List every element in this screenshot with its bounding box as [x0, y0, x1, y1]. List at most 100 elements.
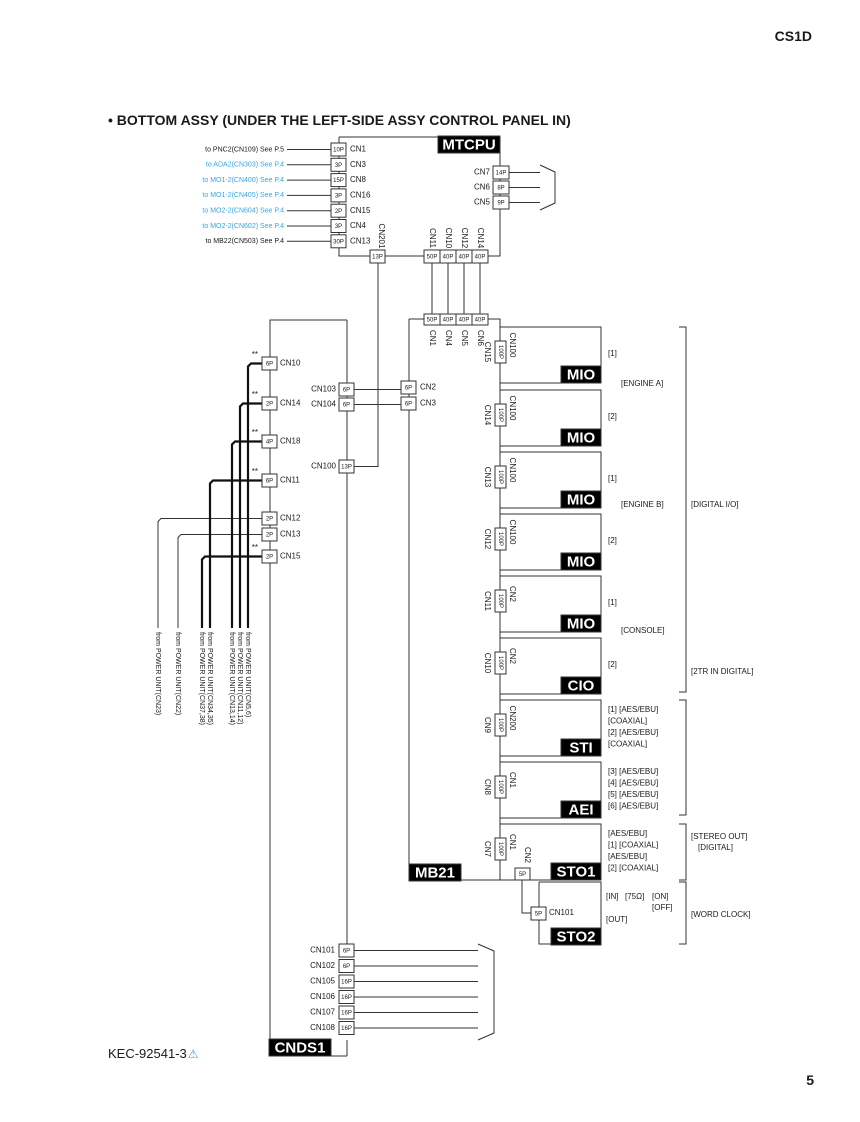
cnds1-connector-cn102: [338, 959, 355, 973]
left-board-connector-name: CN13: [280, 530, 301, 539]
cross-reference-link: to MO2-2(CN602) See P.4: [202, 223, 284, 230]
power-wire: [246, 362, 262, 628]
connector-pin-count: 50P: [427, 255, 438, 261]
card-connector-name: CN2: [508, 586, 517, 603]
card-port-label: [2]: [608, 412, 617, 421]
cnds1-label-bg: [268, 1038, 332, 1057]
note-marker: **: [252, 543, 258, 552]
mb21-connector-cn6: [471, 313, 489, 326]
mtcpu-connector-cn4: [330, 219, 347, 233]
left-board-connector-name: CN12: [280, 514, 301, 523]
connector-pin-count: 5P: [519, 872, 526, 878]
connector-pin-count: 10P: [333, 148, 344, 154]
cnds1-connector-cn103: [338, 382, 355, 397]
card-port-label: [5] [AES/EBU]: [608, 790, 658, 799]
connector-pin-count: 13P: [341, 465, 352, 471]
connector-pin-count: 6P: [343, 964, 350, 970]
power-source-label: from POWER UNIT(CN23): [154, 632, 161, 715]
document-code-text: KEC-92541-3: [108, 1046, 187, 1061]
card-slot-connector: [494, 837, 507, 861]
mtcpu-connector-name: CN15: [350, 206, 371, 215]
slot-connector-name: CN15: [483, 342, 492, 363]
connector-pin-count: 6P: [343, 949, 350, 955]
mb21-label-bg: [408, 863, 462, 882]
mtcpu-right-bracket: [539, 164, 556, 211]
left-board-connector-cn12: [261, 511, 278, 526]
slot-connector-name: CN10: [483, 653, 492, 674]
card-aei-label: AEI: [568, 801, 593, 818]
connector-pin-count: 6P: [343, 388, 350, 394]
slot-connector-name: CN7: [483, 841, 492, 858]
connector-pin-count: 2P: [266, 402, 273, 408]
sto1-sto2-wire: [521, 880, 531, 914]
slot-connector-name: CN12: [483, 529, 492, 550]
warning-triangle-icon: ⚠: [187, 1047, 199, 1061]
card-mio-label: MIO: [567, 553, 596, 570]
mtcpu-connector-cn14: [471, 249, 489, 264]
mb21-connector-cn3: [400, 396, 417, 411]
mtcpu-connector-name: CN3: [350, 160, 367, 169]
mtcpu-connector-name: CN14: [476, 228, 485, 249]
connector-pin-count: 6P: [266, 362, 273, 368]
cnds1-connector-cn105: [338, 974, 355, 989]
document-code: KEC-92541-3⚠: [108, 1046, 199, 1061]
card-outline-mio: [500, 451, 602, 509]
group-label-digital-io: [DIGITAL I/O]: [691, 500, 739, 509]
card-slot-connector: [494, 403, 507, 427]
mtcpu-label-bg: [437, 135, 501, 154]
connector-pin-count: 6P: [405, 386, 412, 392]
card-outline-aei: [500, 761, 602, 819]
page-header-model: CS1D: [774, 28, 812, 44]
card-mio-label-bg: [560, 552, 602, 571]
card-port-label: [4] [AES/EBU]: [608, 779, 658, 788]
card-cio-label: CIO: [568, 677, 595, 694]
mb21-connector-name: CN4: [444, 330, 453, 347]
card-sto2-label-bg: [550, 927, 602, 946]
connector-pin-count: 100P: [497, 718, 503, 732]
mb21-connector-name: CN5: [460, 330, 469, 347]
mtcpu-connector-cn7: [492, 165, 510, 180]
card-port-label: [1] [COAXIAL]: [608, 841, 658, 850]
mtcpu-connector-cn1: [330, 142, 347, 157]
cnds1-connector-name: CN103: [311, 385, 336, 394]
note-marker: **: [252, 350, 258, 359]
power-source-label: from POWER UNIT(CN37,38): [198, 632, 205, 725]
connector-pin-count: 3P: [335, 163, 342, 169]
power-source-label: from POWER UNIT(CN13,14): [228, 632, 235, 725]
cnds1-connector-name: CN108: [310, 1023, 335, 1032]
cross-reference-link: to MO1-2(CN400) See P.4: [202, 177, 284, 184]
group-label-console: [CONSOLE]: [621, 626, 665, 635]
left-board-connector-cn11: [261, 473, 278, 488]
card-port-label: [1]: [608, 598, 617, 607]
sto2-label-in: [IN]: [606, 892, 618, 901]
page-number: 5: [806, 1072, 814, 1088]
card-slot-connector: [494, 340, 507, 364]
cnds1-connector-cn107: [338, 1005, 355, 1020]
card-sto1-label: STO1: [557, 863, 596, 880]
connector-pin-count: 40P: [459, 318, 470, 324]
connector-pin-count: 40P: [459, 255, 470, 261]
card-slot-connector: [494, 465, 507, 489]
left-board-connector-name: CN11: [280, 476, 300, 485]
card-sto2-label: STO2: [557, 928, 596, 945]
card-port-label: [COAXIAL]: [608, 740, 647, 749]
connector-pin-count: 6P: [405, 402, 412, 408]
mb21-label: MB21: [415, 864, 455, 881]
connector-pin-count: 40P: [475, 255, 486, 261]
card-port-label: [AES/EBU]: [608, 829, 647, 838]
cross-reference-link: to MO1-2(CN405) See P.4: [202, 192, 284, 199]
sto2-label-out: [OUT]: [606, 915, 627, 924]
mtcpu-connector-name: CN1: [350, 145, 367, 154]
mtcpu-connector-name: CN201: [377, 224, 386, 249]
mtcpu-connector-name: CN13: [350, 236, 371, 245]
cross-reference-text: to MB22(CN503) See P.4: [206, 238, 285, 245]
connector-pin-count: 40P: [443, 318, 454, 324]
power-source-label: from POWER UNIT(CN5,6): [244, 632, 251, 717]
card-port-label: [2]: [608, 536, 617, 545]
cnds1-connector-cn100: [338, 459, 355, 474]
sto2-label-on: [ON]: [652, 892, 668, 901]
power-wire: [208, 479, 262, 628]
slot-connector-name: CN14: [483, 405, 492, 426]
connector-pin-count: 6P: [266, 479, 273, 485]
